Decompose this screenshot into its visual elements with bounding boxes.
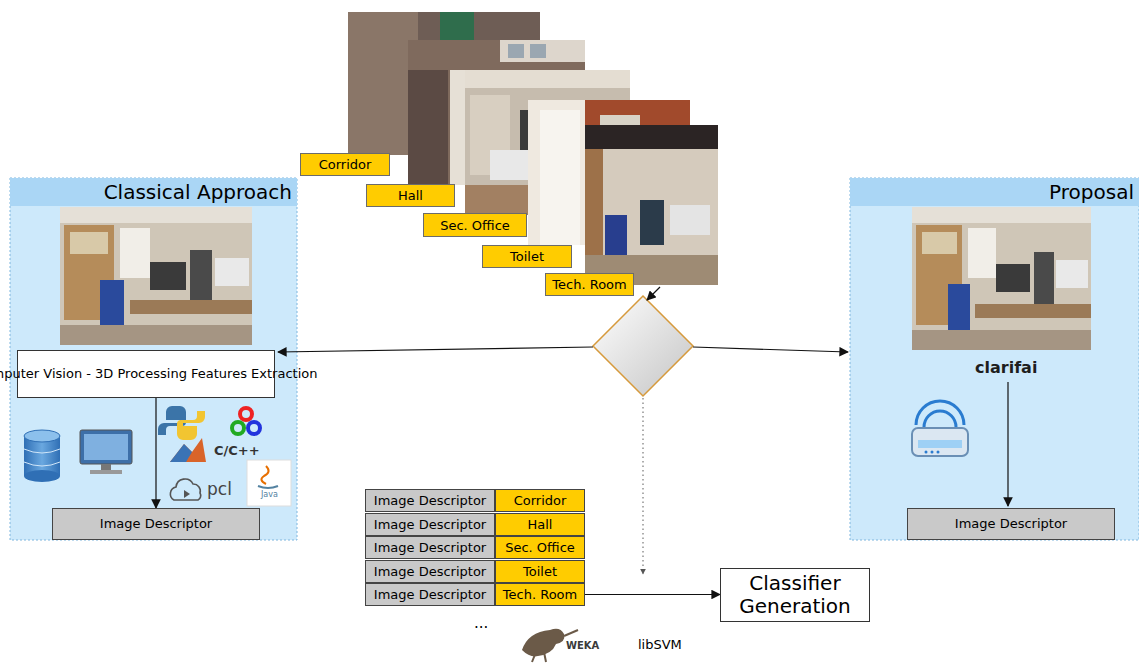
approach-panel: Classical ApproachComputer Vision - 3D P… (10, 178, 297, 540)
flow-arrow (647, 287, 660, 300)
node-text: Image Descriptor (374, 493, 486, 508)
table-cell: Sec. Office (495, 536, 585, 559)
descriptor-box: Image Descriptor (52, 508, 260, 540)
logo-text: clarifai (975, 358, 1037, 377)
room-label: Hall (366, 184, 455, 207)
node-text: Toilet (510, 249, 544, 264)
node-text: Proposal (1049, 178, 1134, 206)
node-text: Image Descriptor (100, 510, 212, 538)
table-cell: Hall (495, 513, 585, 536)
ellipsis: ... (474, 614, 488, 632)
node-text: Classifier Generation (727, 572, 863, 618)
node-text: Classical Approach (104, 178, 292, 206)
flow-arrow (278, 347, 593, 352)
cloud-icon (170, 479, 200, 500)
room-label: Sec. Office (423, 213, 527, 237)
table-cell: Image Descriptor (365, 536, 495, 559)
flow-arrow (693, 347, 848, 352)
table-cell: Image Descriptor (365, 489, 495, 512)
tool-name: C/C++ (214, 443, 260, 458)
classical-panel (10, 178, 297, 540)
flow-arrow (585, 594, 720, 595)
database-icon (24, 430, 60, 482)
flow-arrow (155, 398, 156, 508)
table-cell: Toilet (495, 560, 585, 583)
node-text: Tech. Room (552, 277, 626, 292)
monitor-icon (80, 430, 132, 474)
node-text: Image Descriptor (374, 564, 486, 579)
python-icon (158, 406, 205, 440)
table-cell: Corridor (495, 489, 585, 512)
node-text: Image Descriptor (955, 510, 1067, 538)
room-label: Corridor (300, 153, 390, 176)
node-text: Image Descriptor (374, 587, 486, 602)
node-text: Tech. Room (503, 587, 577, 602)
table-cell: Image Descriptor (365, 513, 495, 536)
logo-text: WEKA (566, 640, 599, 651)
table-cell: Image Descriptor (365, 560, 495, 583)
opencv-icon (232, 408, 260, 434)
room-label: Toilet (482, 245, 572, 268)
table-cell: Tech. Room (495, 583, 585, 606)
matlab-icon (170, 438, 206, 462)
room-label: Tech. Room (545, 273, 634, 296)
router-icon (912, 401, 968, 456)
descriptor-box: Image Descriptor (907, 508, 1115, 540)
photo-stack (348, 12, 718, 285)
tech-room-photo (585, 125, 718, 285)
node-text: Toilet (523, 564, 557, 579)
node-text: Hall (528, 517, 553, 532)
node-text: Sec. Office (505, 540, 575, 555)
flow-arrow (1007, 382, 1008, 506)
process-box: Computer Vision - 3D Processing Features… (17, 350, 275, 398)
process-box: Classifier Generation (720, 568, 870, 622)
node-text: Corridor (514, 493, 567, 508)
node-text: Sec. Office (440, 218, 510, 233)
java-icon (247, 460, 291, 506)
dotted-arrow (642, 398, 643, 574)
node-text: Corridor (319, 157, 372, 172)
node-text: Computer Vision - 3D Processing Features… (0, 366, 317, 383)
tool-name: pcl (207, 479, 232, 499)
node-text: Image Descriptor (374, 540, 486, 555)
office-picture (912, 207, 1091, 350)
decision-diamond (593, 296, 693, 396)
proposal-panel (850, 178, 1139, 540)
node-text: Hall (398, 188, 423, 203)
office-picture (60, 207, 252, 345)
table-cell: Image Descriptor (365, 583, 495, 606)
tool-name: libSVM (638, 637, 682, 652)
node-text: Image Descriptor (374, 517, 486, 532)
tool-name: Java (261, 490, 278, 499)
